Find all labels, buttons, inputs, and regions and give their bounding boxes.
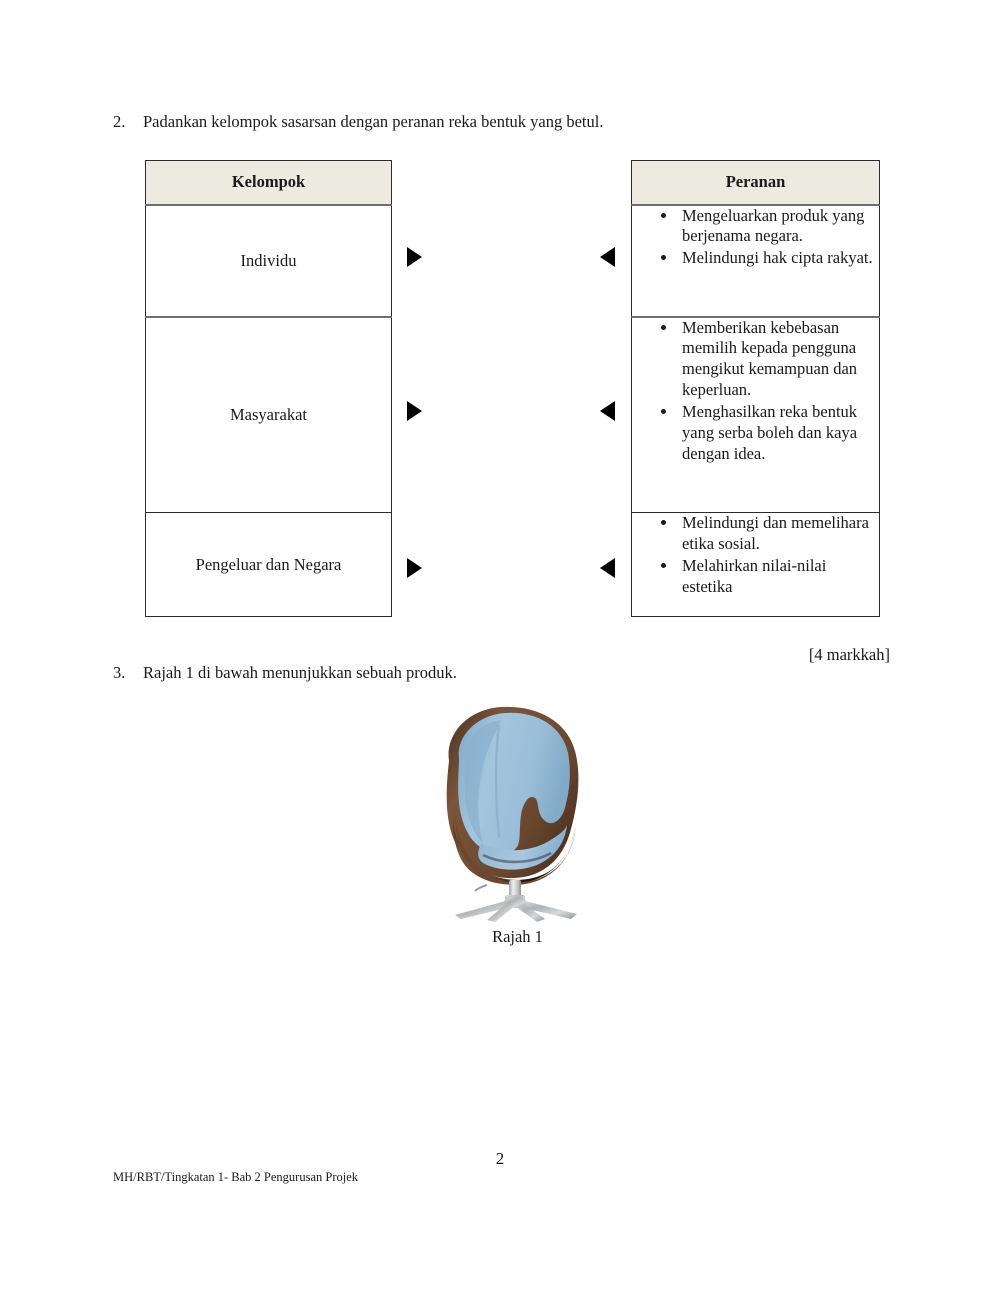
page-number: 2 — [495, 1149, 505, 1168]
peranan-cell-3[interactable]: Melindungi dan memelihara etika sosial. … — [631, 512, 880, 617]
peranan-cell-1[interactable]: Mengeluarkan produk yang berjenama negar… — [631, 204, 880, 318]
list-item: Melindungi hak cipta rakyat. — [678, 248, 879, 269]
question-3-text: Rajah 1 di bawah menunjukkan sebuah prod… — [143, 663, 457, 682]
table-header-row: Peranan — [631, 160, 880, 206]
figure-caption: Rajah 1 — [492, 927, 543, 946]
peranan-list-3: Melindungi dan memelihara etika sosial. … — [632, 513, 879, 598]
peranan-column: Peranan Mengeluarkan produk yang berjena… — [631, 160, 880, 617]
table-row: Masyarakat — [145, 316, 392, 513]
kelompok-column: Kelompok Individu Masyarakat Pengeluar d… — [145, 160, 392, 617]
peranan-header: Peranan — [631, 160, 880, 206]
table-row: Pengeluar dan Negara — [145, 512, 392, 617]
chair-seat-cushion — [478, 825, 567, 870]
table-row: Individu — [145, 204, 392, 318]
peranan-list-1: Mengeluarkan produk yang berjenama negar… — [632, 206, 879, 270]
question-2-text: Padankan kelompok sasarsan dengan perana… — [143, 112, 604, 131]
list-item: Melindungi dan memelihara etika sosial. — [678, 513, 879, 555]
question-2-number: 2. — [113, 112, 126, 131]
arrow-right-icon-row-3 — [407, 558, 422, 578]
kelompok-cell-pengeluar-dan-negara[interactable]: Pengeluar dan Negara — [145, 512, 392, 617]
kelompok-cell-masyarakat[interactable]: Masyarakat — [145, 316, 392, 513]
question-3: 3. Rajah 1 di bawah menunjukkan sebuah p… — [113, 662, 913, 683]
list-item: Menghasilkan reka bentuk yang serba bole… — [678, 402, 879, 465]
arrow-right-icon-row-2 — [407, 401, 422, 421]
kelompok-table: Kelompok Individu Masyarakat Pengeluar d… — [145, 160, 392, 617]
table-header-row: Kelompok — [145, 160, 392, 206]
peranan-table: Peranan Mengeluarkan produk yang berjena… — [631, 160, 880, 617]
chair-seat-shadow — [482, 851, 552, 864]
arrow-left-icon-row-1 — [600, 247, 615, 267]
question-2: 2. Padankan kelompok sasarsan dengan per… — [113, 111, 913, 132]
list-item: Memberikan kebebasan memilih kepada peng… — [678, 318, 879, 402]
matching-exercise: Kelompok Individu Masyarakat Pengeluar d… — [145, 160, 880, 620]
peranan-cell-2[interactable]: Memberikan kebebasan memilih kepada peng… — [631, 316, 880, 513]
chair-backrest-crease — [494, 724, 501, 838]
table-row: Melindungi dan memelihara etika sosial. … — [631, 512, 880, 617]
chair-tilt-lever — [474, 884, 488, 892]
peranan-list-2: Memberikan kebebasan memilih kepada peng… — [632, 318, 879, 466]
marks-label: [4 markkah] — [808, 645, 890, 664]
table-row: Mengeluarkan produk yang berjenama negar… — [631, 204, 880, 318]
arrow-left-icon-row-3 — [600, 558, 615, 578]
list-item: Melahirkan nilai-nilai estetika — [678, 556, 879, 598]
kelompok-cell-individu[interactable]: Individu — [145, 204, 392, 318]
chair-wing-shadow — [464, 720, 501, 843]
arrow-left-icon-row-2 — [600, 401, 615, 421]
kelompok-header: Kelompok — [145, 160, 392, 206]
figure-1: Rajah 1 — [425, 703, 610, 961]
chair-post — [509, 880, 521, 898]
arrow-right-icon-row-1 — [407, 247, 422, 267]
list-item: Mengeluarkan produk yang berjenama negar… — [678, 206, 879, 248]
chair-base-hub — [504, 896, 526, 908]
footer-note: MH/RBT/Tingkatan 1- Bab 2 Pengurusan Pro… — [113, 1170, 359, 1184]
egg-chair-image — [446, 706, 579, 922]
table-row: Memberikan kebebasan memilih kepada peng… — [631, 316, 880, 513]
chair-base-leg-right — [515, 899, 577, 919]
chair-base-leg-left — [455, 899, 515, 919]
question-3-number: 3. — [113, 663, 126, 682]
